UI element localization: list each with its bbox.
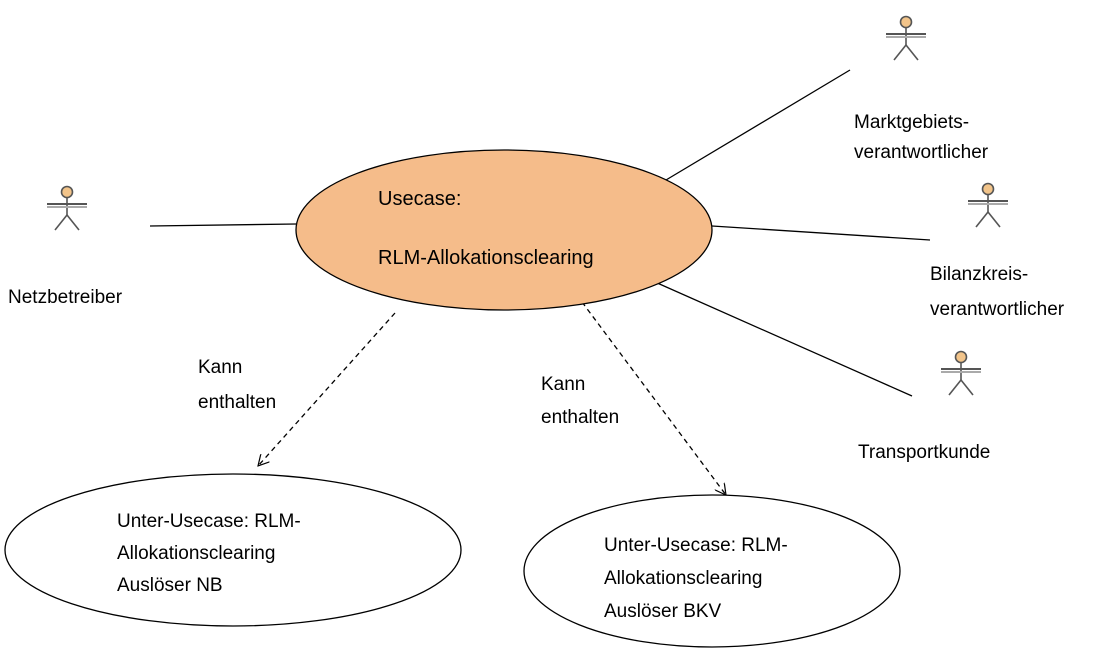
sub-usecase-nb-ellipse [4, 473, 462, 627]
sub-usecase-nb-line1: Unter-Usecase: RLM- [117, 511, 301, 532]
include-arrow-nb [258, 312, 396, 466]
include-label-bkv-2: enthalten [541, 407, 619, 428]
actor-bilanzkreis-label-1: Bilanzkreis- [930, 264, 1028, 285]
include-label-nb-2: enthalten [198, 392, 276, 413]
include-arrow-bkv [581, 301, 726, 495]
association-bilanzkreis [711, 225, 931, 241]
actor-marktgebiets-icon [886, 15, 926, 61]
actor-marktgebiets-label-1: Marktgebiets- [854, 112, 969, 133]
main-usecase-ellipse [295, 149, 713, 311]
actor-bilanzkreis-icon [968, 182, 1008, 228]
actor-marktgebiets[interactable]: Marktgebiets- verantwortlicher [854, 15, 989, 164]
include-label-bkv-1: Kann [541, 374, 585, 395]
actor-bilanzkreis[interactable]: Bilanzkreis- verantwortlicher [930, 182, 1065, 321]
main-usecase[interactable]: Usecase: RLM-Allokationsclearing [295, 149, 713, 311]
actor-transportkunde[interactable]: Transportkunde [858, 350, 990, 464]
include-label-nb-1: Kann [198, 357, 242, 378]
actor-transportkunde-icon [941, 350, 981, 396]
sub-usecase-nb[interactable]: Unter-Usecase: RLM- Allokationsclearing … [4, 473, 462, 627]
main-usecase-title: Usecase: [378, 188, 461, 210]
actor-bilanzkreis-label-2: verantwortlicher [930, 299, 1065, 320]
sub-usecase-bkv-line2: Allokationsclearing [604, 568, 762, 589]
main-usecase-name: RLM-Allokationsclearing [378, 247, 594, 269]
sub-usecase-bkv-line1: Unter-Usecase: RLM- [604, 535, 788, 556]
association-netzbetreiber [149, 223, 297, 227]
association-transportkunde [654, 281, 913, 397]
actor-netzbetreiber-icon [47, 185, 87, 231]
actor-netzbetreiber[interactable]: Netzbetreiber [8, 185, 123, 309]
association-marktgebiets [665, 69, 851, 181]
sub-usecase-bkv-ellipse [523, 494, 901, 648]
sub-usecase-nb-line3: Auslöser NB [117, 575, 223, 596]
actor-transportkunde-label: Transportkunde [858, 442, 990, 463]
sub-usecase-bkv-line3: Auslöser BKV [604, 601, 722, 622]
sub-usecase-nb-line2: Allokationsclearing [117, 543, 275, 564]
sub-usecase-bkv[interactable]: Unter-Usecase: RLM- Allokationsclearing … [523, 494, 901, 648]
actor-netzbetreiber-label: Netzbetreiber [8, 287, 123, 308]
actor-marktgebiets-label-2: verantwortlicher [854, 142, 989, 163]
